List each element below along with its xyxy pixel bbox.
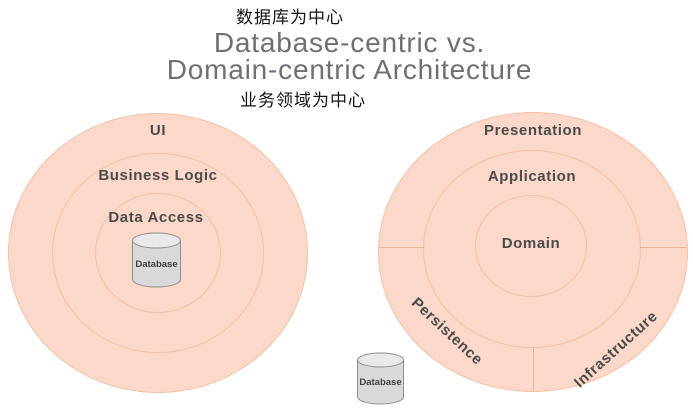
label-presentation: Presentation (483, 122, 583, 139)
caption-domain-centric-cn: 业务领域为中心 (240, 91, 366, 110)
label-application: Application (487, 168, 577, 185)
left-database-cylinder: Database (131, 231, 182, 289)
left-middle-ring (52, 153, 264, 353)
label-business-logic: Business Logic (98, 167, 218, 184)
divider-right (640, 247, 687, 248)
database-icon: Database (357, 352, 404, 405)
database-icon: Database (132, 232, 181, 288)
label-ui: UI (149, 122, 167, 139)
divider-bottom (533, 347, 534, 391)
page-title-line1: Database-centric vs. (213, 27, 486, 58)
right-inner-ring (475, 195, 587, 297)
caption-database-centric-cn: 数据库为中心 (236, 8, 344, 27)
divider-left (379, 247, 424, 248)
left-inner-ring (95, 193, 221, 313)
right-database-label: Database (359, 377, 401, 388)
label-data-access: Data Access (108, 209, 204, 226)
right-middle-ring (423, 150, 641, 348)
page-title-line2: Domain-centric Architecture (166, 54, 533, 85)
left-database-label: Database (135, 259, 177, 270)
label-domain: Domain (501, 235, 561, 252)
right-database-cylinder: Database (356, 351, 405, 407)
